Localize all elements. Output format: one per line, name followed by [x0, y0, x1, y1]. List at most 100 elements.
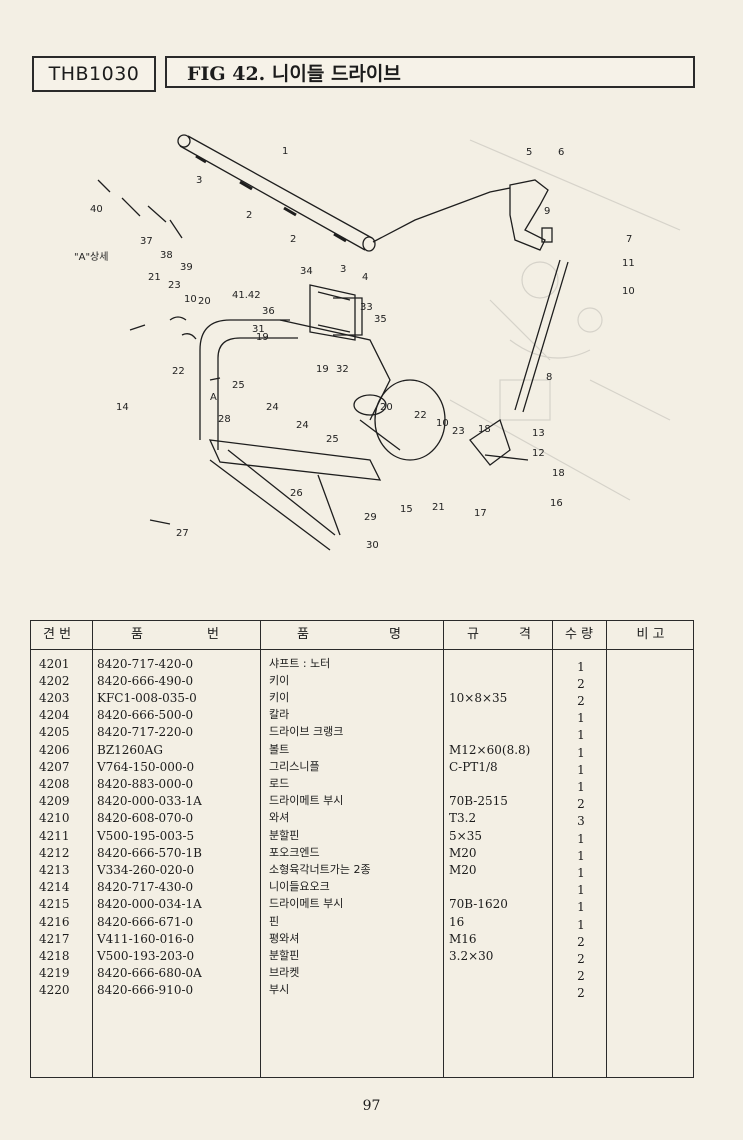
part-remark [609, 706, 689, 724]
part-name: 드라이메트 부시 [269, 897, 344, 910]
part-name: 드라이브 크랭크 [269, 725, 344, 738]
part-spec [449, 878, 547, 896]
part-number: 8420-666-671-0 [97, 915, 194, 929]
part-quantity: 1 [577, 849, 585, 863]
part-quantity: 1 [577, 780, 585, 794]
part-spec: M20 [449, 846, 477, 860]
part-quantity: 1 [577, 832, 585, 846]
part-number: 8420-666-490-0 [97, 674, 194, 688]
svg-text:2: 2 [290, 234, 296, 245]
part-spec [449, 723, 547, 741]
svg-text:27: 27 [176, 528, 189, 539]
part-quantity: 1 [577, 866, 585, 880]
part-number: KFC1-008-035-0 [97, 691, 197, 705]
part-number: 8420-883-000-0 [97, 777, 194, 791]
header-name-1: 품 [297, 627, 309, 642]
part-number: V334-260-020-0 [97, 863, 195, 877]
part-spec: 70B-2515 [449, 794, 508, 808]
part-remark [609, 895, 689, 913]
ghost-mirror-artwork [449, 139, 681, 501]
part-quantity: 3 [577, 814, 585, 828]
column-divider [606, 621, 607, 1077]
part-plate-26 [208, 439, 382, 481]
part-remark [609, 655, 689, 673]
page-number: 97 [362, 1098, 381, 1114]
part-remark [609, 844, 689, 862]
part-number: V411-160-016-0 [97, 932, 195, 946]
part-name: 분할핀 [269, 949, 300, 962]
part-number: BZ1260AG [97, 743, 163, 757]
part-remark [609, 792, 689, 810]
part-number: 8420-666-500-0 [97, 708, 194, 722]
figure-title: FIG 42. 니이들 드라이브 [187, 62, 401, 85]
view-a-label: A [210, 392, 217, 403]
part-spec [449, 672, 547, 690]
part-remark [609, 723, 689, 741]
figure-code-box: THB1030 [32, 56, 156, 92]
part-name: 샤프트 : 노터 [269, 657, 331, 670]
header-spec-1: 규 [467, 627, 479, 642]
svg-text:15: 15 [400, 504, 413, 515]
part-spec [449, 964, 547, 982]
part-spec [449, 775, 547, 793]
part-spec: 5×35 [449, 829, 482, 843]
svg-text:25: 25 [326, 434, 339, 445]
svg-text:18: 18 [478, 424, 491, 435]
header-name-2: 명 [389, 627, 401, 642]
svg-text:8: 8 [546, 372, 552, 383]
part-shaft [179, 135, 373, 251]
part-quantity: 1 [577, 883, 585, 897]
part-name: 부시 [269, 983, 290, 996]
svg-text:30: 30 [366, 540, 379, 551]
item-number: 4201 [39, 657, 70, 671]
part-number: 8420-717-220-0 [97, 725, 194, 739]
svg-text:11: 11 [622, 258, 635, 269]
part-name: 핀 [269, 915, 280, 928]
header-spec-2: 격 [519, 627, 531, 642]
item-number: 4212 [39, 846, 70, 860]
header-part-no-1: 품 [131, 627, 143, 642]
svg-text:19: 19 [256, 332, 269, 343]
part-quantity: 2 [577, 952, 585, 966]
header-qty: 수 량 [564, 627, 594, 642]
svg-text:2: 2 [246, 210, 252, 221]
svg-text:39: 39 [180, 262, 193, 273]
svg-text:20: 20 [198, 296, 211, 307]
svg-text:6: 6 [558, 147, 564, 158]
svg-text:31: 31 [252, 324, 265, 335]
svg-text:22: 22 [172, 366, 185, 377]
part-spec [449, 981, 547, 999]
item-number: 4210 [39, 811, 70, 825]
part-remark [609, 964, 689, 982]
item-number: 4207 [39, 760, 70, 774]
svg-text:3: 3 [340, 264, 346, 275]
part-spec: M20 [449, 863, 477, 877]
part-quantity: 2 [577, 797, 585, 811]
svg-text:4: 4 [362, 272, 368, 283]
svg-text:41.42: 41.42 [232, 290, 261, 301]
part-spec: 10×8×35 [449, 691, 508, 705]
part-number: 8420-608-070-0 [97, 811, 194, 825]
part-name: 칼라 [269, 708, 290, 721]
part-drive-crank [509, 179, 549, 251]
header-part-no-2: 번 [207, 627, 219, 642]
svg-text:25: 25 [232, 380, 245, 391]
item-number: 4209 [39, 794, 70, 808]
part-remark [609, 827, 689, 845]
svg-text:34: 34 [300, 266, 313, 277]
part-spec: 70B-1620 [449, 897, 508, 911]
